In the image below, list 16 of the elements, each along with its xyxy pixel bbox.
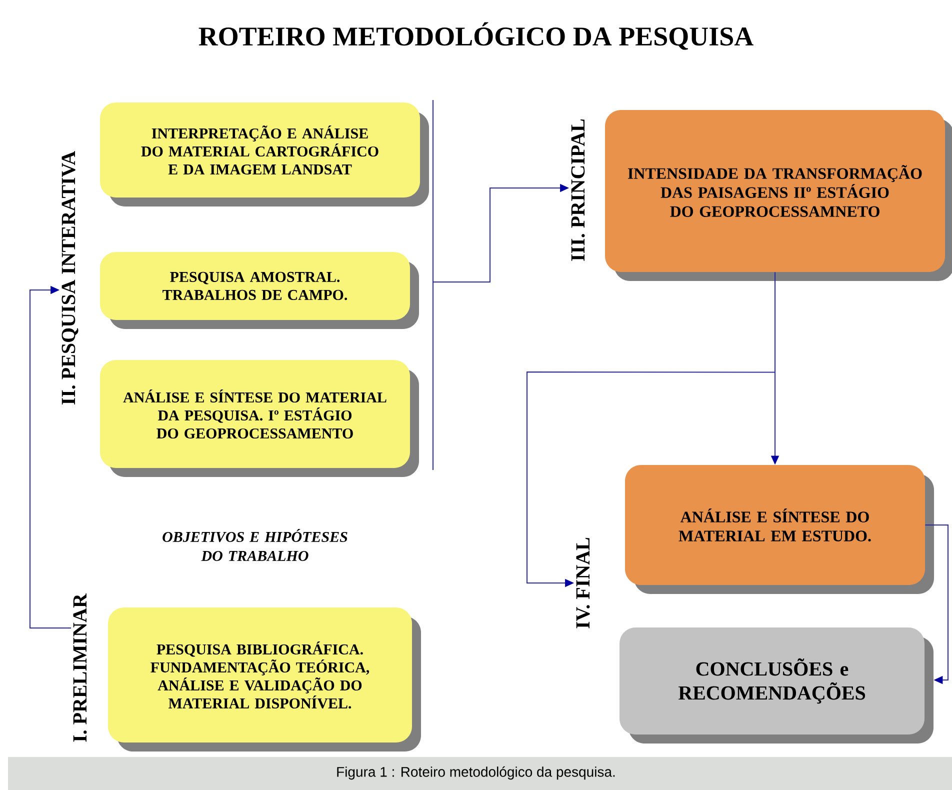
- stage-label: I. PRELIMINAR: [73, 593, 87, 742]
- process-box: CONCLUSÕES e RECOMENDAÇÕES: [620, 628, 934, 744]
- stage-label: III. PRINCIPAL: [571, 119, 585, 261]
- process-box: ANÁLISE E SÍNTESE DO MATERIAL DA PESQUISA. Iº ESTÁGIO DO GEOPROCESSAMENTO: [100, 360, 419, 477]
- process-box: ANÁLISE E SÍNTESE DO MATERIAL EM ESTUDO.: [625, 465, 934, 594]
- stage-label: IV. FINAL: [576, 538, 590, 628]
- stage-label: II. PESQUISA INTERATIVA: [62, 151, 78, 404]
- process-box: INTERPRETAÇÃO E ANÁLISE DO MATERIAL CARTOGRÁFICO E DA IMAGEM LANDSAT: [100, 102, 429, 206]
- process-box: INTENSIDADE DA TRANSFORMAÇÃO DAS PAISAGENS IIº ESTÁGIO DO GEOPROCESSAMNETO: [605, 110, 952, 281]
- process-box: PESQUISA AMOSTRAL. TRABALHOS DE CAMPO.: [100, 252, 419, 329]
- process-box: PESQUISA BIBLIOGRÁFICA. FUNDAMENTAÇÃO TEÓRICA, ANÁLISE E VALIDAÇÃO DO MATERIAL DISPONÍVEL.: [108, 608, 421, 752]
- title: ROTEIRO METODOLÓGICO DA PESQUISA: [198, 22, 754, 50]
- note-text: OBJETIVOS E HIPÓTESES DO TRABALHO: [162, 529, 348, 561]
- arrow: [924, 524, 948, 684]
- caption-bar: Figura 1 : Roteiro metodológico da pesquisa.: [8, 757, 952, 790]
- arrow: [30, 286, 72, 628]
